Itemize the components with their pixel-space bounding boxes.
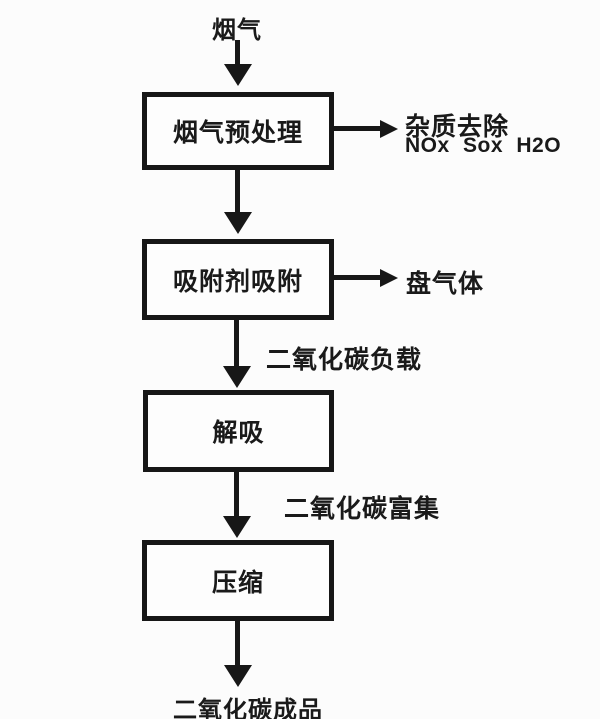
- process-box-label: 解吸: [212, 419, 265, 447]
- arrow-down-icon: [224, 665, 252, 687]
- arrow-shaft: [334, 275, 380, 280]
- arrow-shaft: [235, 40, 240, 66]
- process-box-desorption: 解吸: [143, 390, 334, 472]
- edge-label-co2-enriched: 二氧化碳富集: [284, 495, 441, 523]
- process-box-label: 吸附剂吸附: [172, 267, 303, 296]
- arrow-shaft: [235, 621, 240, 665]
- process-box-label: 烟气预处理: [172, 119, 303, 147]
- arrow-right-icon: [380, 120, 398, 138]
- arrow-shaft: [334, 126, 380, 131]
- process-box-compression: 压缩: [142, 540, 334, 621]
- process-box-label: 压缩: [211, 568, 264, 597]
- output-label-co2-product: 二氧化碳成品: [173, 697, 323, 719]
- input-label-flue-gas: 烟气: [212, 17, 262, 44]
- process-box-adsorption: 吸附剂吸附: [142, 239, 334, 320]
- edge-label-co2-loaded: 二氧化碳负载: [266, 346, 423, 374]
- arrow-shaft: [235, 170, 240, 212]
- arrow-down-icon: [224, 64, 252, 86]
- arrow-down-icon: [223, 366, 251, 388]
- side-output-impurity-label: 杂质去除: [405, 113, 510, 141]
- side-output-lean-gas-label: 盘气体: [406, 270, 485, 298]
- arrow-shaft: [234, 320, 239, 366]
- arrow-down-icon: [224, 212, 252, 234]
- arrow-right-icon: [380, 269, 398, 287]
- process-box-pretreatment: 烟气预处理: [142, 92, 334, 170]
- side-output-impurity-detail: NOx Sox H2O: [405, 134, 562, 157]
- arrow-shaft: [234, 472, 239, 516]
- arrow-down-icon: [223, 516, 251, 538]
